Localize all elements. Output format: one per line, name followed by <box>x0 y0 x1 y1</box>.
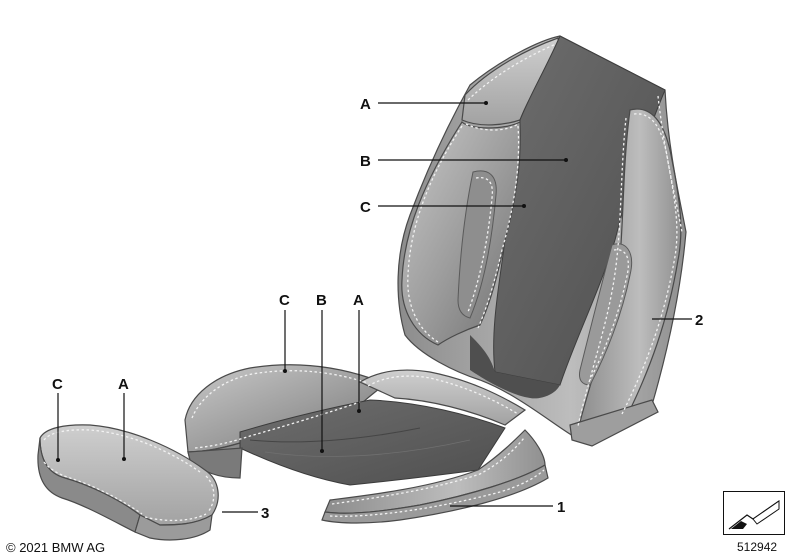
seat-cushion-cover <box>184 364 549 524</box>
backrest-cover <box>397 35 687 447</box>
diagram-number: 512942 <box>737 540 778 554</box>
copyright-text: © 2021 BMW AG <box>6 540 106 555</box>
callout-bolster-a: A <box>118 376 129 393</box>
arrow-cut-symbol-icon <box>723 491 785 535</box>
callout-cushion-b: B <box>316 292 327 309</box>
callout-part-2: 2 <box>695 312 703 329</box>
callout-leaders <box>56 101 692 513</box>
callout-part-1: 1 <box>557 499 565 516</box>
callout-cushion-c: C <box>279 292 290 309</box>
callout-back-c: C <box>360 199 371 216</box>
callout-part-3: 3 <box>261 505 269 522</box>
bolster-pad <box>37 424 219 541</box>
callout-back-b: B <box>360 153 371 170</box>
callout-cushion-a: A <box>353 292 364 309</box>
callout-back-a: A <box>360 96 371 113</box>
callout-labels: A B C 2 C B A 1 C A 3 <box>52 96 703 522</box>
callout-bolster-c: C <box>52 376 63 393</box>
